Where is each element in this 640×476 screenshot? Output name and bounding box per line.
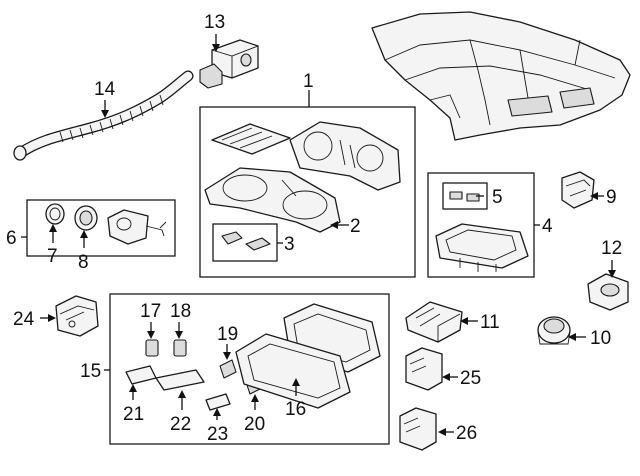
part-16-display <box>235 303 381 409</box>
callout-24: 24 <box>13 309 35 330</box>
callout-20: 20 <box>244 414 265 435</box>
part-10-knob <box>537 316 571 345</box>
dashboard-illustration <box>371 11 631 141</box>
callout-17: 17 <box>140 301 161 322</box>
part-21-clip <box>125 365 157 385</box>
part-3-clips <box>221 231 271 251</box>
group-box-5 <box>442 182 488 210</box>
callout-3: 3 <box>284 234 295 255</box>
part-13-sensor <box>199 39 259 89</box>
part-8-ring <box>74 205 98 231</box>
part-7-knob <box>45 203 65 225</box>
part-6-switch-body <box>107 209 167 245</box>
callout-6: 6 <box>6 228 17 249</box>
part-5-bulbs <box>449 191 480 202</box>
callout-1: 1 <box>303 71 314 92</box>
part-26-switch <box>399 407 437 451</box>
callout-13: 13 <box>204 12 225 33</box>
callout-23: 23 <box>207 424 228 445</box>
part-meter-face <box>289 121 401 191</box>
leader-lines <box>21 34 616 436</box>
callout-10: 10 <box>590 328 611 349</box>
callout-19: 19 <box>217 324 238 345</box>
part-17-bulb <box>145 339 159 357</box>
callout-16: 16 <box>285 399 306 420</box>
callout-5: 5 <box>492 187 503 208</box>
part-12-socket <box>587 273 629 311</box>
callout-14: 14 <box>94 79 116 100</box>
part-19-bulb <box>219 359 237 379</box>
callout-9: 9 <box>606 187 617 208</box>
callout-11: 11 <box>480 312 500 333</box>
callout-7: 7 <box>47 246 58 267</box>
callout-15: 15 <box>80 361 101 382</box>
part-2-combination-meter <box>204 167 341 233</box>
callout-4: 4 <box>542 216 553 237</box>
part-24-bracket <box>55 295 99 337</box>
part-4-display-unit <box>435 223 529 272</box>
callout-8: 8 <box>78 252 89 273</box>
part-23-clip <box>205 393 231 411</box>
callout-21: 21 <box>123 404 144 425</box>
group-box-6 <box>26 199 176 257</box>
part-11-switch-panel <box>405 301 463 343</box>
callout-2: 2 <box>350 216 361 237</box>
part-meter-lens-cover <box>211 123 291 155</box>
callout-12: 12 <box>601 238 622 259</box>
part-22-clip <box>155 369 205 391</box>
callout-26: 26 <box>456 423 477 444</box>
part-14-harness <box>13 70 194 161</box>
part-18-bulb <box>173 339 187 357</box>
group-box-1 <box>199 106 416 278</box>
part-25-switch <box>405 347 443 391</box>
group-box-15 <box>109 293 390 445</box>
callout-25: 25 <box>460 368 481 389</box>
part-9-switch <box>561 171 595 209</box>
callout-22: 22 <box>170 414 191 435</box>
callout-numbers: 1 2 3 4 5 6 7 8 9 10 11 12 13 14 15 16 1… <box>6 12 622 445</box>
callout-18: 18 <box>170 301 191 322</box>
